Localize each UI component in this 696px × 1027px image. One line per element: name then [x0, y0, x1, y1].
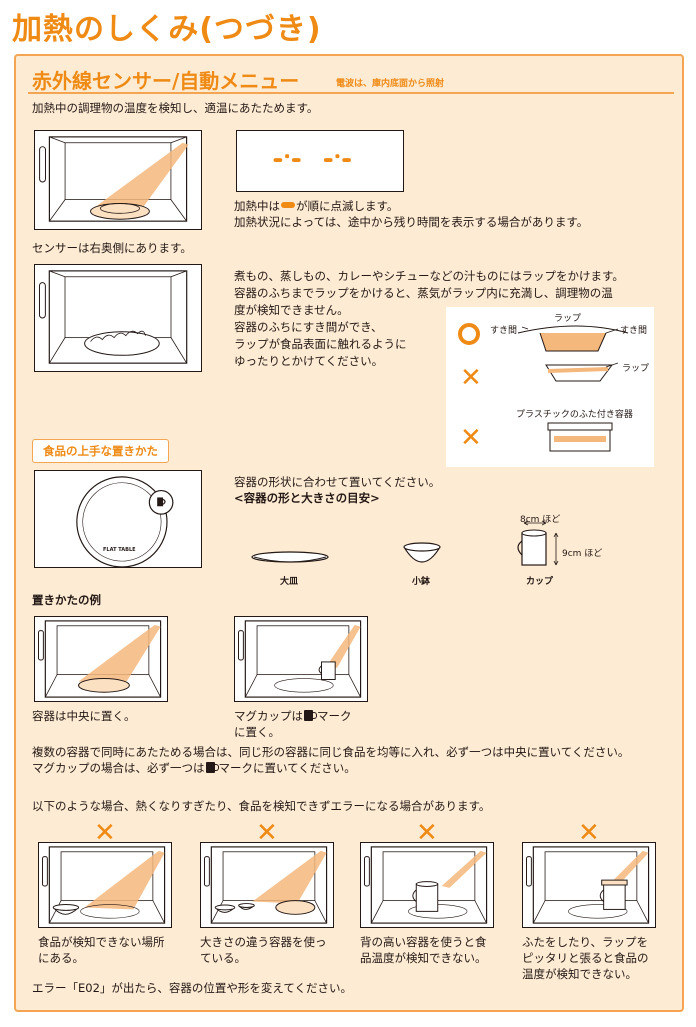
wrap-line1: 煮もの、蒸しもの、カレーやシチューなどの汁ものにはラップをかけます。: [234, 269, 624, 283]
wrap-label-mid: ラップ: [622, 364, 650, 374]
gap-left-label: すき間: [490, 326, 518, 336]
ng-cross-icon: ✕: [94, 818, 116, 848]
example-mug-caption-2: に置く。: [234, 725, 280, 739]
wrap-diagram: すき間 ラップ すき間 ラップ ✕ プラスチックのふた付き容器 ✕: [446, 307, 654, 467]
examples-title: 置きかたの例: [32, 593, 101, 607]
error-case-2-line2: ている。: [200, 951, 246, 965]
error-case-2-line1: 大きさの違う容器を使っ: [200, 935, 327, 949]
ng-cross-icon: ✕: [460, 363, 482, 393]
error-case-4-line3: 温度が検知できない。: [522, 967, 637, 981]
sensor-note: センサーは右奥側にあります。: [32, 241, 192, 255]
ng-cross-icon: ✕: [416, 818, 438, 848]
flat-table-label: FLAT TABLE: [103, 547, 136, 553]
oven-sensor-illustration: [34, 130, 202, 230]
multi-container-note: 複数の容器で同時にあたためる場合は、同じ形の容器に同じ食品を均等に入れ、必ず一つ…: [32, 745, 630, 759]
section-intro: 加熱中の調理物の温度を検知し、適温にあたためます。: [32, 101, 319, 115]
mug-mark-icon: [304, 710, 317, 721]
error-case-4-illustration: [522, 842, 656, 928]
section-note: 電波は、庫内底面から照射: [336, 79, 445, 89]
error-case-2-illustration: [200, 842, 334, 928]
error-footer: エラー「E02」が出たら、容器の位置や形を変えてください。: [32, 981, 352, 995]
wrap-line2: 容器のふちまでラップをかけると、蒸気がラップ内に充満し、調理物の温: [234, 286, 613, 300]
container-shapes: [251, 520, 559, 566]
wrap-line4: 容器のふちにすき間ができ、: [234, 320, 383, 334]
item-cup: カップ: [526, 577, 554, 587]
error-case-3-line2: 品温度が検知できない。: [360, 951, 487, 965]
example-mug-caption: マグカップはマーク: [234, 709, 352, 723]
example-mug-illustration: [234, 616, 368, 702]
item-large-plate: 大皿: [280, 577, 299, 587]
error-case-3-line1: 背の高い容器を使うと食: [360, 935, 487, 949]
error-case-1-illustration: [38, 842, 172, 928]
errors-intro: 以下のような場合、熱くなりすぎたり、食品を検知できずエラーになる場合があります。: [32, 799, 491, 813]
display-line2: 加熱状況によっては、途中から残り時間を表示する場合があります。: [234, 215, 589, 229]
flat-table-illustration: FLAT TABLE: [34, 470, 202, 568]
oven-wrapped-dish-illustration: [34, 264, 202, 372]
error-case-3-illustration: [360, 842, 494, 928]
example-center-illustration: [34, 616, 168, 702]
dim-width-label: 8cm ほど: [520, 515, 561, 525]
gap-right-label: すき間: [620, 326, 648, 336]
display-panel-illustration: [236, 130, 404, 192]
section-divider: [28, 92, 674, 94]
content-panel: 赤外線センサー/自動メニュー 電波は、庫内底面から照射 加熱中の調理物の温度を検…: [14, 54, 684, 1012]
ng-cross-icon: ✕: [578, 818, 600, 848]
wrap-line5: ラップが食品表面に触れるように: [234, 337, 407, 351]
placement-title: 食品の上手な置きかた: [32, 439, 169, 463]
ng-cross-icon: ✕: [256, 818, 278, 848]
mug-mark-icon: [205, 762, 219, 773]
wrap-label-top: ラップ: [554, 314, 582, 324]
ng-cross-icon: ✕: [460, 423, 482, 453]
multi-mug-note: マグカップの場合は、必ず一つはマークに置いてください。: [32, 761, 356, 775]
error-case-1-line1: 食品が検知できない場所: [38, 935, 165, 949]
display-line1: 加熱中はが順に点滅します。: [234, 199, 399, 213]
dim-height-label: 9cm ほど: [562, 549, 603, 559]
section-title: 赤外線センサー/自動メニュー: [32, 69, 300, 93]
item-small-bowl: 小鉢: [412, 577, 431, 587]
placement-instruction: 容器の形状に合わせて置いてください。: [234, 475, 441, 489]
error-case-4-line1: ふたをしたり、ラップを: [522, 935, 649, 949]
example-center-caption: 容器は中央に置く。: [32, 709, 136, 723]
container-guide-title: <容器の形と大きさの目安>: [234, 491, 380, 505]
error-case-4-line2: ピッタリと張ると食品の: [522, 951, 649, 965]
wrap-line3: 度が検知できません。: [234, 303, 349, 317]
lid-container-label: プラスチックのふた付き容器: [516, 410, 633, 420]
blink-segment-icon: [281, 202, 295, 208]
ok-circle-icon: [458, 323, 480, 345]
wrap-line6: ゆったりとかけてください。: [234, 354, 384, 368]
page-title: 加熱のしくみ(つづき): [12, 12, 322, 47]
error-case-1-line2: にある。: [38, 951, 84, 965]
